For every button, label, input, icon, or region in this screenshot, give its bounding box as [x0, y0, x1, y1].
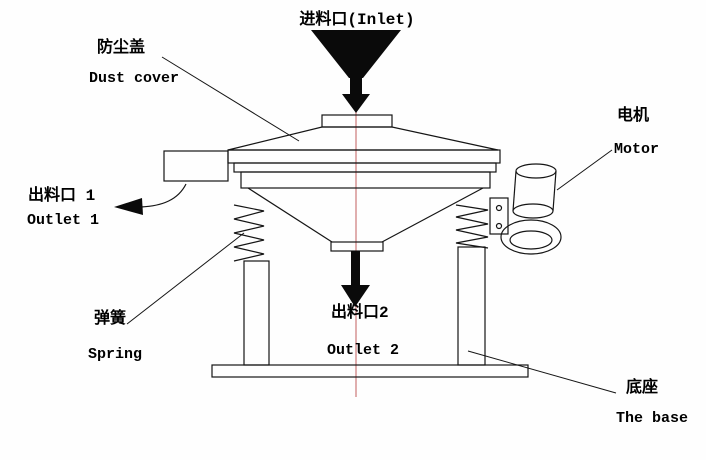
cone-right-edge — [381, 187, 484, 243]
motor-body-bottom — [512, 203, 554, 219]
spring-right — [455, 204, 489, 249]
bottom-discharge-flange — [330, 241, 384, 252]
spring-leader-line — [126, 232, 245, 325]
outlet2-arrow — [341, 251, 370, 307]
funnel-stem — [350, 74, 362, 96]
bracket-bolt-top — [495, 204, 503, 212]
outlet1-flow-arrow-curve — [140, 183, 187, 208]
base-label-cn: 底座 — [626, 377, 658, 397]
dust-cover-lid — [227, 126, 499, 151]
dust-cover-label-cn: 防尘盖 — [97, 37, 145, 57]
cone-left-edge — [247, 187, 333, 243]
screen-frame — [240, 171, 491, 189]
motor-bracket — [489, 197, 509, 235]
inlet-funnel — [311, 30, 401, 113]
machine-body — [227, 114, 501, 252]
outlet1-label-cn: 出料口 1 — [28, 185, 95, 205]
motor-label-en: Motor — [614, 141, 659, 158]
motor-assembly — [489, 163, 562, 255]
eccentric-weight-housing — [500, 219, 562, 255]
spring-label-en: Spring — [88, 346, 142, 363]
base-leader-line — [467, 350, 617, 394]
motor-body-right — [552, 170, 557, 212]
motor-label-cn: 电机 — [617, 105, 649, 125]
motor-leader-line — [556, 149, 613, 191]
lid-flange — [321, 114, 393, 128]
outlet1-flow-arrowhead — [114, 198, 143, 215]
outlet2-label-cn: 出料口2 — [331, 302, 389, 322]
outlet1-spout — [114, 150, 229, 215]
right-leg — [457, 246, 486, 366]
outlet1-label-en: Outlet 1 — [27, 212, 99, 229]
base-structure — [211, 246, 529, 378]
motor-body-left — [512, 170, 517, 212]
outlet2-arrow-shaft — [351, 251, 360, 287]
deck-ring-mid — [233, 162, 497, 173]
springs — [233, 204, 489, 262]
deck-ring-upper — [227, 149, 501, 164]
spring-label-cn: 弹簧 — [94, 308, 126, 328]
base-label-en: The base — [616, 410, 688, 427]
base-plate — [211, 364, 529, 378]
spout-body — [163, 150, 229, 182]
eccentric-weight-inner — [509, 230, 553, 250]
left-leg — [243, 260, 270, 366]
motor-top-cap — [515, 163, 557, 179]
spring-left — [233, 204, 265, 262]
outlet2-label-en: Outlet 2 — [327, 342, 399, 359]
dust-cover-leader-line — [161, 56, 300, 142]
bracket-bolt-bottom — [495, 222, 503, 230]
leader-lines — [126, 56, 617, 394]
outlet2-arrowhead — [341, 285, 370, 307]
dust-cover-label-en: Dust cover — [89, 70, 179, 87]
inlet-label: 进料口(Inlet) — [299, 9, 414, 29]
labels: 进料口(Inlet) 防尘盖 Dust cover 出料口 1 Outlet 1… — [27, 9, 688, 427]
funnel-cone — [311, 30, 401, 78]
funnel-arrowhead — [342, 94, 370, 113]
